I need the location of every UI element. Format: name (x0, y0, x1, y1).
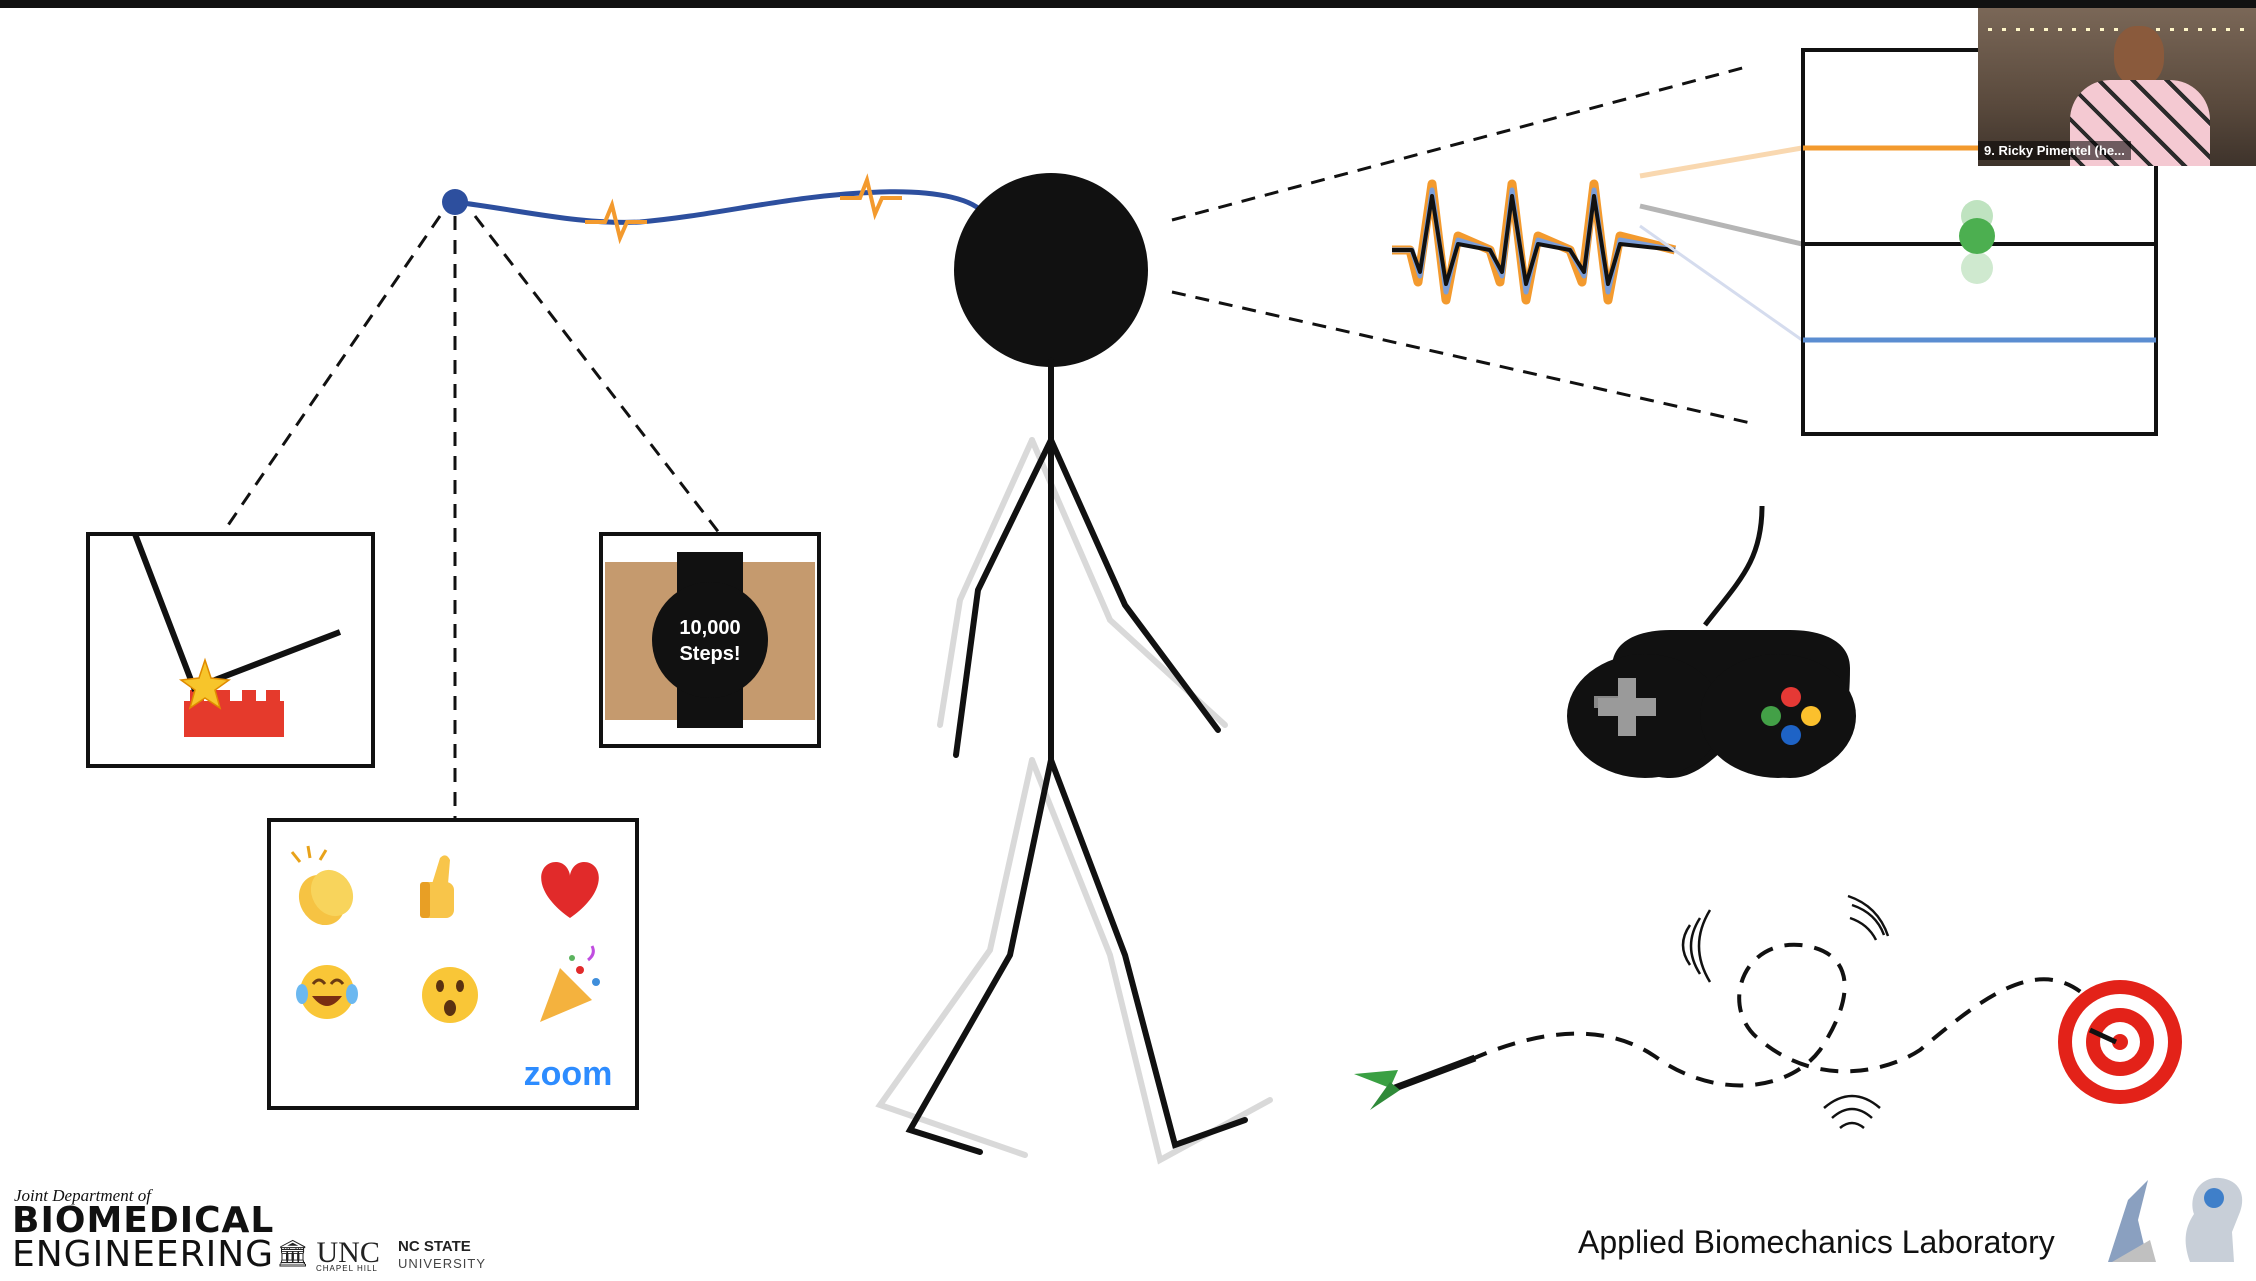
lab-name: Applied Biomechanics Laboratory (1578, 1224, 2055, 1260)
sound-waves-icon (1681, 894, 1890, 1129)
emg-signal-graphic (1392, 145, 1803, 342)
unc-sub-text: CHAPEL HILL (316, 1264, 378, 1273)
unc-logo: 🏛 UNC (276, 1236, 380, 1269)
watch-face-icon (652, 582, 768, 698)
participant-name-label: 9. Ricky Pimentel (he... (1978, 141, 2131, 160)
stick-figure (905, 173, 1248, 1155)
zoom-logo: zoom (524, 1055, 613, 1093)
party-popper-icon (540, 945, 600, 1022)
target-icon (2058, 980, 2182, 1104)
person-head (2114, 26, 2164, 86)
smartwatch-panel: 10,000 Steps! (599, 532, 821, 748)
participant-video-tile[interactable]: 9. Ricky Pimentel (he... (1978, 8, 2256, 166)
impact-star-icon (178, 657, 232, 710)
callout-lines (220, 64, 1756, 822)
lab-logo-icon (2108, 1177, 2243, 1262)
window-top-bar (0, 0, 2256, 8)
tears-of-joy-icon (296, 965, 358, 1019)
clapping-hands-icon (290, 845, 354, 926)
stick-figure-shadow (875, 437, 1273, 1165)
lego-step-panel (86, 532, 375, 768)
signal-pulse-icon (840, 173, 902, 221)
dept-small-text: Joint Department of (14, 1186, 151, 1205)
controller-green-button (1761, 706, 1781, 726)
figure-head (954, 173, 1148, 367)
red-heart-icon (541, 862, 599, 918)
lego-brick-icon (184, 701, 284, 737)
watch-text-line1: 10,000 (679, 617, 740, 639)
thumbs-up-icon (420, 855, 454, 918)
zoom-reactions-panel: zoom (267, 818, 639, 1110)
wrist-sensor-node (442, 189, 468, 215)
dart-trajectory (1354, 894, 2182, 1129)
surprised-face-icon (422, 967, 478, 1023)
dept-name-line1: BIOMEDICAL (12, 1200, 275, 1241)
game-controller-icon (1567, 505, 1856, 778)
ncstate-text: NC STATE (398, 1238, 471, 1255)
ncstate-sub-text: UNIVERSITY (398, 1256, 487, 1271)
sensor-wire (442, 173, 988, 245)
game-ball-icon (1959, 218, 1995, 254)
controller-red-button (1781, 687, 1801, 707)
unc-text: UNC (316, 1236, 380, 1269)
watch-text-line2: Steps! (679, 643, 740, 665)
signal-pulse-icon (585, 198, 647, 245)
controller-blue-button (1781, 725, 1801, 745)
dept-name-line2: ENGINEERING (12, 1234, 275, 1275)
string-lights (1988, 28, 2248, 31)
controller-yellow-button (1801, 706, 1821, 726)
dart-icon (1354, 1054, 1477, 1110)
